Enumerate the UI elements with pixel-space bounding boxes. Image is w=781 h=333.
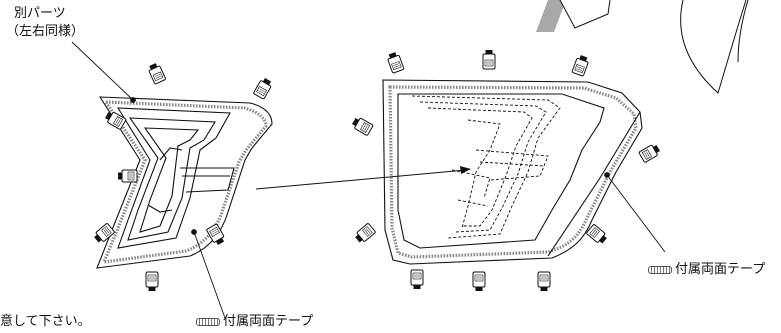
double-sided-tape-icon [196, 317, 220, 326]
double-sided-tape-icon [648, 265, 672, 274]
tape-label-right: 付属両面テープ [648, 262, 765, 277]
right-assembled-lamp [382, 79, 643, 265]
note-fragment: 意して下さい。 [0, 314, 91, 329]
assembly-arrow [255, 166, 471, 190]
separate-part-label: 別パーツ [14, 6, 66, 21]
tape-label-right-text: 付属両面テープ [675, 262, 766, 277]
tape-label-left-text: 付属両面テープ [223, 314, 314, 329]
left-part-frame [96, 96, 273, 269]
separate-part-sublabel: （左右同様） [6, 24, 85, 39]
tape-label-left: 付属両面テープ [196, 314, 313, 329]
leader-lines [71, 41, 666, 319]
top-right-partial-drawing [536, 0, 749, 94]
